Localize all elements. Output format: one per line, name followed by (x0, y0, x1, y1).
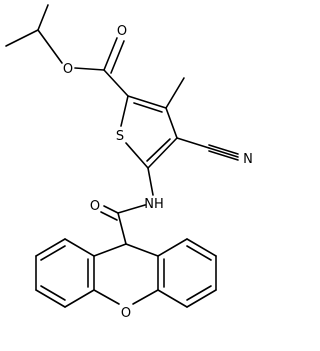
molecule-structure-diagram: O O S N NH O O (5, 4, 253, 321)
bond-c2-c3-inner (133, 102, 163, 113)
atom-ester-carbonyl-o: O (117, 24, 127, 39)
bond-carbonyl-c-o-1 (103, 37, 118, 71)
bond-rr-5 (186, 289, 217, 308)
atom-amide-o: O (90, 199, 100, 214)
bond-s-c2 (120, 95, 129, 127)
bond-lr-5-inner (40, 285, 66, 301)
bond-lr-2 (64, 238, 95, 257)
atom-ester-o: O (63, 62, 73, 77)
bond-lr-to-o (93, 289, 120, 305)
bond-amide-co-2 (100, 211, 118, 221)
bond-c2-c3 (127, 95, 167, 109)
bond-iso-ch-o (37, 29, 63, 64)
bond-lr-3-inner (40, 245, 66, 261)
bond-cn-triple-3 (208, 150, 239, 161)
bond-iso-methyl-right (37, 4, 49, 31)
bond-carbonyl-c-o-2 (110, 40, 125, 74)
bond-lr-6 (64, 289, 95, 308)
bond-c4-cn (176, 137, 210, 149)
bond-c3-methyl (165, 77, 185, 109)
bond-c5-s (125, 142, 149, 169)
atom-xanthene-o: O (121, 306, 131, 321)
bond-ester-o-c (74, 67, 105, 71)
atom-amide-nh: NH (144, 197, 164, 212)
bond-rr-5-inner (186, 285, 212, 301)
bond-c3-c4 (165, 107, 178, 139)
bond-lr-3 (35, 238, 66, 257)
bond-cn-triple-1 (208, 144, 239, 155)
bond-carbonyl-c9 (117, 212, 127, 245)
bond-c9-ring-right (125, 243, 159, 257)
bond-cn-triple-2 (208, 147, 239, 158)
bond-amide-co-1 (103, 205, 119, 214)
bond-iso-methyl-left (5, 29, 39, 47)
bond-c5-nh (147, 167, 154, 196)
bond-rr-to-o (132, 289, 159, 305)
atom-thiophene-s: S (116, 129, 124, 144)
bond-rr-6 (157, 289, 188, 308)
bond-rr-3 (186, 238, 217, 257)
bond-lr-5 (35, 289, 66, 308)
bond-rr-2 (157, 238, 188, 257)
atom-nitrile-n: N (243, 152, 253, 167)
bond-c9-ring-left (93, 243, 127, 257)
molecule-svg: O O S N NH O O (5, 4, 253, 321)
bond-nh-carbonyl (117, 204, 146, 214)
bond-c4-c5 (147, 137, 178, 169)
bond-c4-c5-inner (146, 138, 171, 162)
bond-ester-c-ring (103, 69, 129, 97)
bond-rr-3-inner (186, 245, 212, 261)
